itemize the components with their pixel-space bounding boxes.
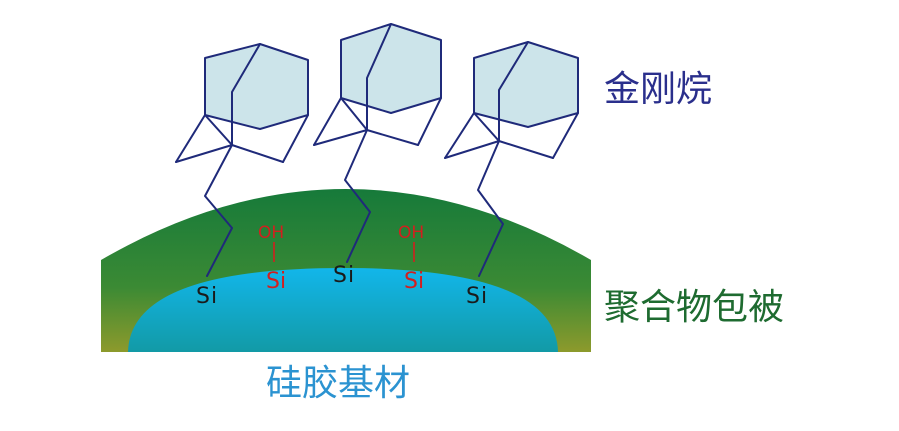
adamantane-cage-face	[340, 23, 442, 114]
silicon-atom-3: Si	[466, 284, 488, 309]
silanol-silicon-label: Si	[266, 269, 286, 294]
hydroxyl-label: OH	[398, 223, 424, 243]
silicon-atom-1: Si	[196, 284, 218, 309]
silanol-group-2: OH Si	[398, 223, 424, 294]
adamantane-molecule-3	[444, 41, 579, 277]
silanol-silicon-label: Si	[404, 269, 424, 294]
silica-substrate-label: 硅胶基材	[266, 363, 411, 404]
polymer-coating-label: 聚合物包被	[604, 287, 785, 328]
adamantane-cage-face	[473, 41, 579, 128]
silanol-group-1: OH Si	[258, 223, 286, 294]
silica-substrate-layer	[128, 268, 558, 352]
adamantane-molecule-1	[175, 43, 309, 277]
adamantane-label: 金刚烷	[604, 69, 713, 110]
hydroxyl-label: OH	[258, 223, 284, 243]
silicon-atom-2: Si	[333, 263, 355, 288]
adamantane-cage-face	[204, 43, 309, 130]
adamantane-molecule-2	[313, 23, 442, 263]
